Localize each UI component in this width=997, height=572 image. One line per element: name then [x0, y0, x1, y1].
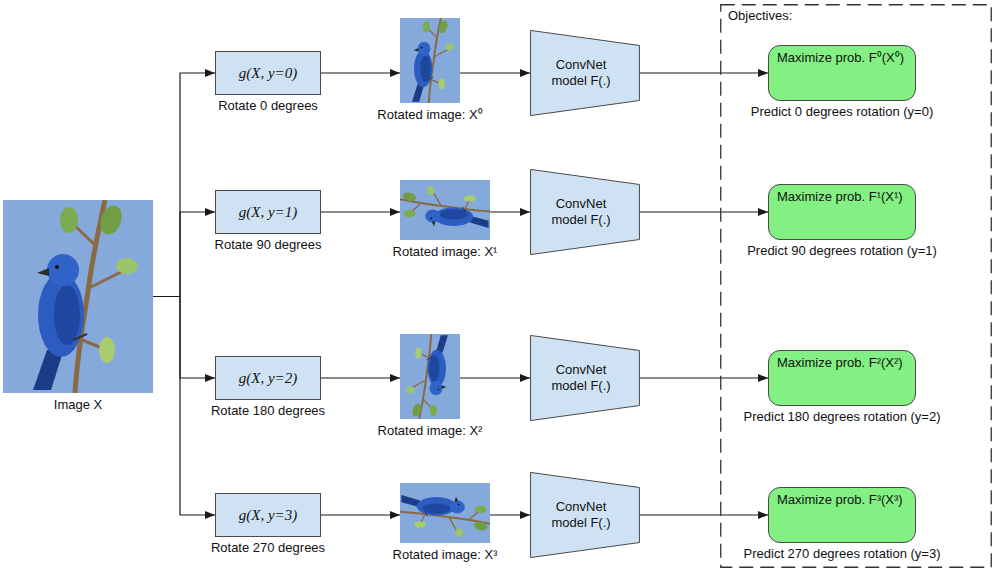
caption-label: Rotate 180 degrees [211, 403, 325, 419]
arrow-connector [321, 72, 400, 73]
transform-box: g(X, y=0)Rotate 0 degrees [215, 51, 321, 95]
node-label: g(X, y=1) [239, 203, 297, 221]
image-node: Rotated image: X⁰ [400, 18, 460, 103]
trapezoid-shape [531, 169, 640, 254]
node-label: g(X, y=2) [239, 369, 297, 387]
trapezoid-shape [531, 335, 640, 420]
node-label: Maximize prob. F²(X²) [777, 355, 887, 371]
caption-label: Predict 180 degrees rotation (y=2) [744, 409, 941, 425]
node-label: ConvNet model F(.) [541, 362, 621, 393]
transform-box: g(X, y=2)Rotate 180 degrees [215, 356, 321, 400]
rotation [400, 180, 490, 240]
node-label: Maximize prob. F³(X³) [777, 492, 887, 508]
bird-photo [400, 180, 490, 240]
transform-box: g(X, y=1)Rotate 90 degrees [215, 190, 321, 234]
caption-label: Rotate 270 degrees [211, 540, 325, 556]
arrow-connector [640, 211, 768, 212]
transform-box: g(X, y=3)Rotate 270 degrees [215, 493, 321, 537]
objective-box: Maximize prob. F⁰(X⁰)Predict 0 degrees r… [768, 45, 916, 101]
caption-label: Predict 270 degrees rotation (y=3) [744, 546, 941, 562]
convnet-trapezoid: ConvNet model F(.) [530, 335, 640, 421]
trapezoid-shape [531, 30, 640, 115]
bird-photo [400, 483, 490, 543]
objective-box: Maximize prob. F²(X²)Predict 180 degrees… [768, 350, 916, 406]
arrow-connector [460, 72, 530, 73]
convnet-trapezoid: ConvNet model F(.) [530, 30, 640, 116]
rotated-image [400, 334, 460, 419]
arrow-connector [321, 211, 400, 212]
image-node: Rotated image: X² [400, 334, 460, 419]
bird-photo [400, 334, 460, 419]
image-node: Rotated image: X¹ [400, 180, 490, 240]
caption-label: Rotated image: X² [378, 423, 483, 439]
node-label: g(X, y=3) [239, 506, 297, 524]
arrow-connector [640, 72, 768, 73]
arrow-connector [640, 514, 768, 515]
bird-photo [3, 200, 153, 393]
node-label: Maximize prob. F¹(X¹) [777, 189, 887, 205]
node-label: ConvNet model F(.) [541, 196, 621, 227]
caption-label: Rotated image: X³ [393, 547, 498, 563]
arrow-connector [490, 211, 530, 212]
rotated-image [400, 483, 490, 543]
node-label: ConvNet model F(.) [541, 57, 621, 88]
caption-label: Predict 90 degrees rotation (y=1) [747, 243, 937, 259]
node-label: Maximize prob. F⁰(X⁰) [777, 50, 887, 66]
arrow-connector [153, 212, 215, 297]
node-label: g(X, y=0) [239, 64, 297, 82]
rotation [400, 483, 490, 543]
trapezoid-shape [531, 472, 640, 557]
bird-photo [400, 18, 460, 103]
convnet-trapezoid: ConvNet model F(.) [530, 169, 640, 255]
rotated-image [400, 18, 460, 103]
caption-label: Image X [54, 397, 102, 413]
arrow-connector [153, 297, 215, 516]
image-node: Rotated image: X³ [400, 483, 490, 543]
image-node: Image X [3, 200, 153, 393]
node-label: ConvNet model F(.) [541, 499, 621, 530]
arrow-connector [460, 377, 530, 378]
caption-label: Rotated image: X⁰ [377, 107, 482, 123]
rotated-image [400, 180, 490, 240]
arrow-connector [321, 377, 400, 378]
arrow-connector [321, 514, 400, 515]
caption-label: Rotate 90 degrees [215, 237, 322, 253]
convnet-trapezoid: ConvNet model F(.) [530, 472, 640, 558]
objective-box: Maximize prob. F¹(X¹)Predict 90 degrees … [768, 184, 916, 240]
dashed-border [721, 5, 992, 568]
arrow-connector [490, 514, 530, 515]
caption-label: Rotate 0 degrees [218, 98, 318, 114]
caption-label: Rotated image: X¹ [393, 244, 498, 260]
arrow-connector [640, 377, 768, 378]
rotation [400, 334, 460, 419]
objective-box: Maximize prob. F³(X³)Predict 270 degrees… [768, 487, 916, 543]
arrow-connector [153, 297, 215, 379]
input-image [3, 200, 153, 393]
objectives-region: Objectives:Maximize prob. F⁰(X⁰)Predict … [720, 4, 992, 568]
caption-label: Predict 0 degrees rotation (y=0) [751, 104, 933, 120]
arrow-connector [153, 73, 215, 297]
node-label: Objectives: [728, 8, 792, 24]
